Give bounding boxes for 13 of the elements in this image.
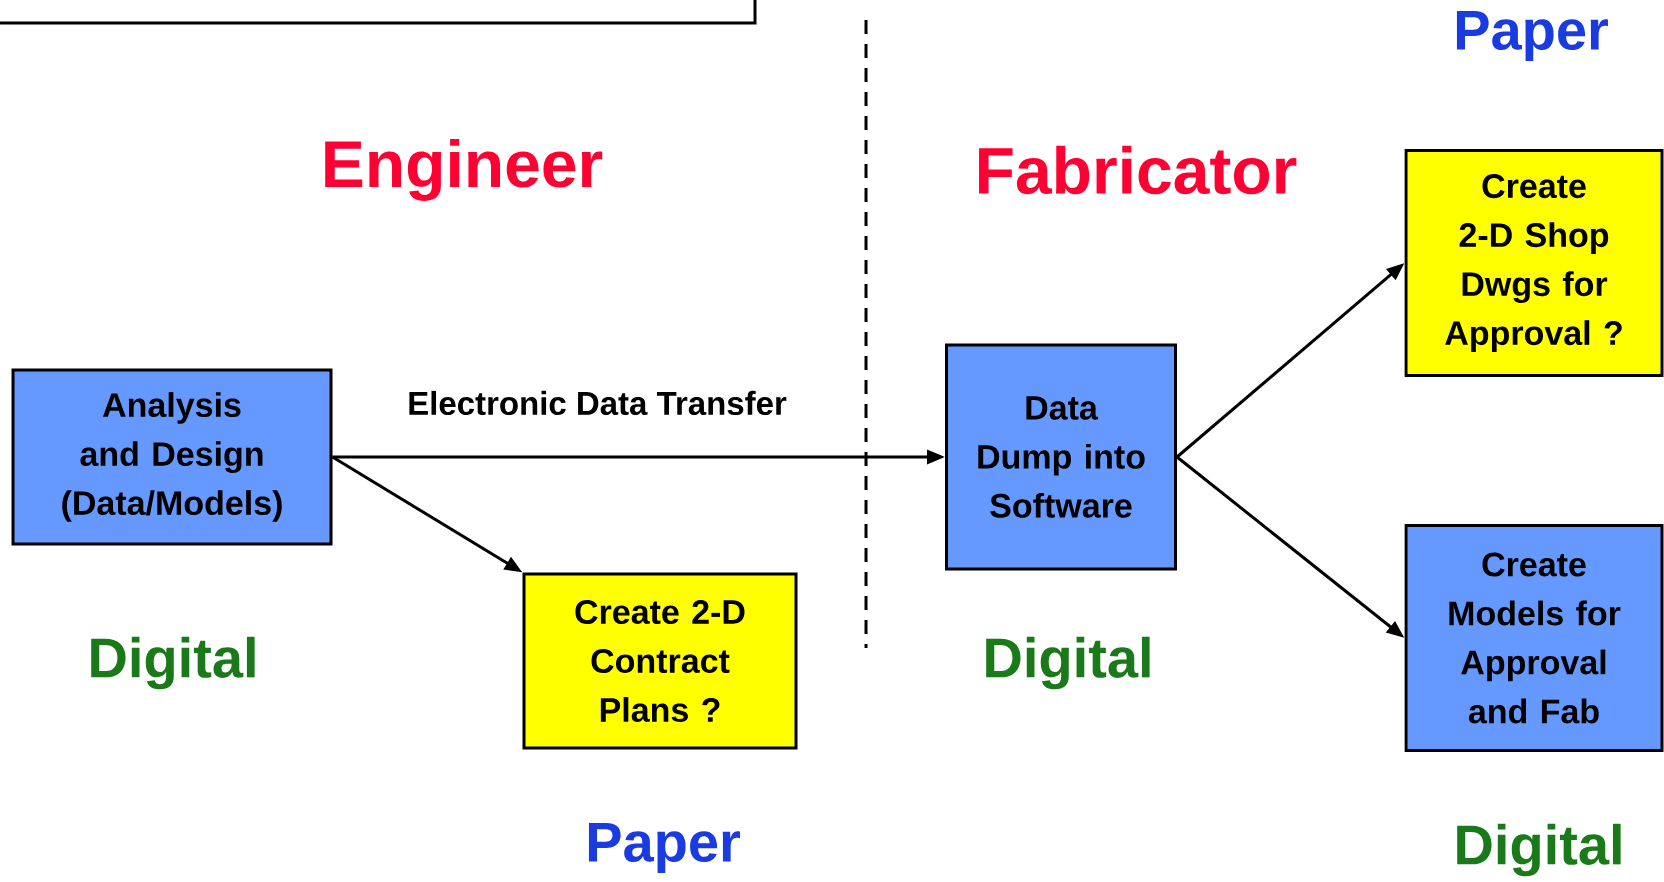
- role-heading: Engineer: [325, 139, 603, 201]
- caption-text: Paper: [588, 822, 740, 874]
- caption-text: Digital: [986, 636, 1150, 690]
- process-box: Create 2-D Shop Dwgs for Approval ?: [1404, 149, 1664, 377]
- caption-text: Digital: [91, 636, 255, 690]
- process-box: Create 2-D Contract Plans ?: [522, 572, 798, 750]
- process-box: Analysis and Design (Data/Models): [11, 368, 333, 546]
- caption-text: Digital: [1457, 823, 1621, 877]
- process-box: Create Models for Approval and Fab: [1404, 524, 1664, 752]
- role-heading: Fabricator: [979, 145, 1297, 195]
- edge-label: Electronic Data Transfer: [405, 388, 789, 418]
- process-box: Data Dump into Software: [945, 343, 1177, 571]
- caption-text: Paper: [1456, 10, 1608, 62]
